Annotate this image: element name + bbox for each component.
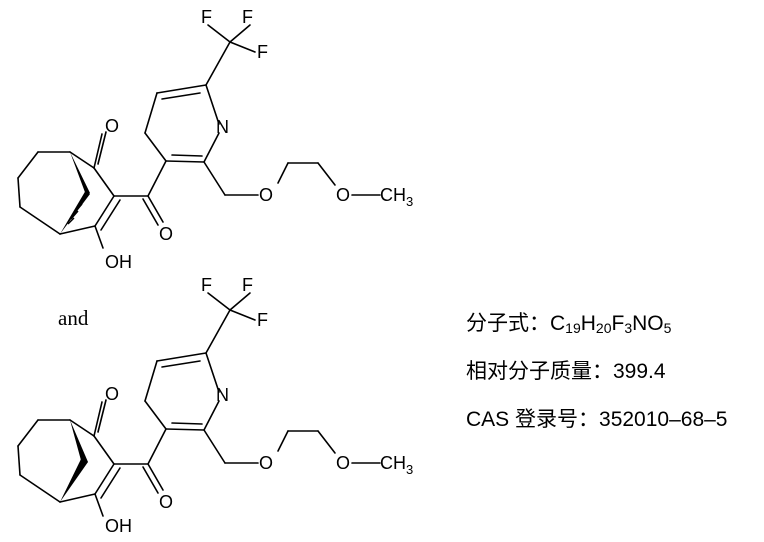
hydroxyl-label: OH [105,252,132,272]
cas-value: 352010–68–5 [599,408,728,431]
ether-oxygen-label: O [336,185,350,205]
molecular-formula: 分子式：C19H20F3NO5 [466,307,671,337]
ether-oxygen-label: O [259,185,273,205]
structure-bottom [17,292,381,517]
fluorine-label: F [201,7,212,27]
molecular-mass: 相对分子质量：399.4 [466,355,666,385]
formula-label: 分子式： [466,312,550,335]
carbonyl-oxygen-label: O [159,224,173,244]
ketone-oxygen-label: O [105,116,119,136]
fluorine-label: F [242,7,253,27]
methyl-label: CH3 [380,185,413,209]
fluorine-label: F [257,42,268,62]
carbonyl-oxygen-label: O [159,492,173,512]
hash-bond [67,196,87,225]
ketone-oxygen-label: O [105,384,119,404]
fluorine-label: F [242,275,253,295]
cas-label: CAS 登录号： [466,408,600,431]
cas-number: CAS 登录号：352010–68–5 [466,403,728,433]
connector-text: and [58,306,89,330]
wedge-bond [60,457,88,502]
formula-value: C19H20F3NO5 [550,312,672,336]
nitrogen-label: N [216,385,229,405]
fluorine-label: F [201,275,212,295]
structure-top [17,24,381,249]
methyl-label: CH3 [380,453,413,477]
wedge-bond [70,420,88,464]
ether-oxygen-label: O [259,453,273,473]
fluorine-label: F [257,310,268,330]
wedge-bond [70,152,90,195]
mass-value: 399.4 [613,360,666,383]
ether-oxygen-label: O [336,453,350,473]
hydroxyl-label: OH [105,516,132,536]
nitrogen-label: N [216,117,229,137]
mass-label: 相对分子质量： [466,360,613,383]
